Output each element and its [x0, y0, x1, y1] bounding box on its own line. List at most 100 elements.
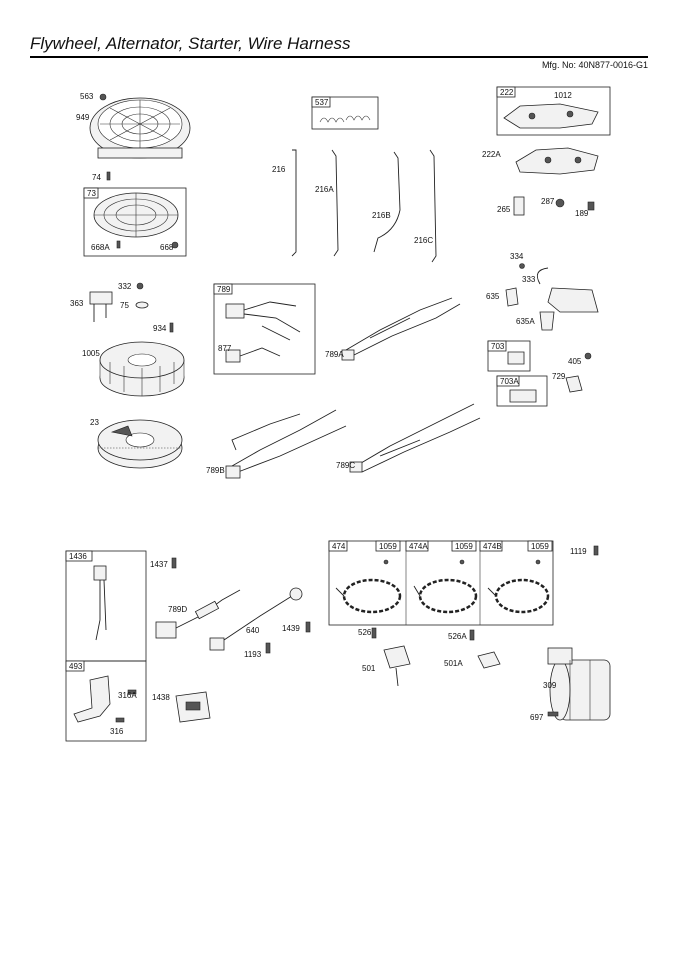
part-934-key[interactable] [169, 322, 174, 333]
part-697-screw[interactable] [547, 711, 559, 717]
part-474B-alternator[interactable] [487, 578, 550, 614]
part-789-harness[interactable] [225, 301, 301, 341]
part-537-springs[interactable] [319, 115, 371, 123]
kit-box-537 [311, 96, 379, 130]
part-316A-screw[interactable] [127, 689, 137, 695]
label-1059c: 1059 [531, 542, 549, 551]
part-668-nut[interactable] [171, 241, 179, 249]
part-668A-clip[interactable] [116, 240, 121, 249]
label-334: 334 [510, 252, 524, 261]
part-216C-link[interactable] [429, 149, 437, 263]
part-789D-harness[interactable] [155, 589, 241, 639]
part-789B-harness[interactable] [225, 409, 347, 479]
part-287-screw[interactable] [555, 198, 565, 208]
part-334-screw[interactable] [519, 263, 525, 269]
kit-tag-1059c [527, 540, 553, 552]
title-rule [30, 56, 648, 58]
label-316A: 316A [118, 691, 137, 700]
part-474-alternator[interactable] [335, 578, 402, 614]
part-789A-harness[interactable] [341, 297, 461, 361]
part-1059b-screw[interactable] [459, 559, 465, 565]
part-332-nut[interactable] [136, 282, 144, 290]
part-563-screw[interactable] [99, 93, 107, 101]
part-789C-harness[interactable] [349, 403, 481, 473]
label-703: 703 [491, 342, 505, 351]
label-287: 287 [541, 197, 555, 206]
part-333-ignition-coil[interactable] [536, 267, 599, 313]
part-316-screw[interactable] [115, 717, 125, 723]
part-877-connector[interactable] [225, 347, 281, 363]
kit-box-222 [496, 86, 611, 136]
label-1439: 1439 [282, 624, 300, 633]
part-729-clip[interactable] [565, 375, 583, 393]
part-640-plug-wire[interactable] [209, 587, 303, 651]
part-501A-regulator[interactable] [477, 651, 501, 669]
part-1005-fan[interactable] [99, 341, 185, 397]
label-668A: 668A [91, 243, 110, 252]
label-537: 537 [315, 98, 329, 107]
kit-box-493 [65, 660, 147, 742]
label-265: 265 [497, 205, 511, 214]
label-934: 934 [153, 324, 167, 333]
part-474A-alternator[interactable] [413, 578, 478, 614]
kit-tag-1059a [375, 540, 401, 552]
part-703A-terminal[interactable] [509, 389, 537, 403]
kit-box-703 [487, 340, 531, 372]
part-74-screw[interactable] [106, 171, 111, 181]
part-73-grass-screen[interactable] [93, 192, 179, 238]
part-703-terminal[interactable] [507, 351, 525, 365]
part-1439-screw[interactable] [305, 621, 311, 633]
part-75-washer[interactable] [135, 301, 149, 309]
part-1438-switch[interactable] [175, 691, 211, 723]
part-493-bracket[interactable] [73, 675, 111, 723]
label-1119: 1119 [570, 547, 587, 556]
label-640: 640 [246, 626, 260, 635]
label-635: 635 [486, 292, 500, 301]
label-332: 332 [118, 282, 132, 291]
label-1059b: 1059 [455, 542, 473, 551]
part-635A-spark-boot[interactable] [539, 311, 555, 331]
part-1437-screw[interactable] [171, 557, 177, 569]
label-474B: 474B [483, 542, 502, 551]
part-501-regulator[interactable] [383, 645, 411, 687]
part-309-starter[interactable] [547, 647, 611, 721]
label-1438: 1438 [152, 693, 170, 702]
part-526-screw[interactable] [371, 627, 377, 639]
part-265-plate[interactable] [513, 196, 525, 216]
part-216B-link[interactable] [373, 151, 401, 253]
part-216-link[interactable] [291, 149, 297, 257]
label-1193: 1193 [244, 650, 262, 659]
part-1193-screw[interactable] [265, 642, 271, 654]
part-222A-control-bracket[interactable] [515, 147, 599, 175]
label-949: 949 [76, 113, 90, 122]
part-363-fan-retainer[interactable] [89, 291, 113, 322]
part-1059c-screw[interactable] [535, 559, 541, 565]
part-1119-screw[interactable] [593, 545, 599, 556]
label-309: 309 [543, 681, 557, 690]
part-405-screw[interactable] [584, 352, 592, 360]
part-526A-screw[interactable] [469, 629, 475, 641]
part-23-flywheel[interactable] [97, 419, 183, 469]
label-23: 23 [90, 418, 99, 427]
part-222-control-bracket[interactable] [503, 103, 599, 129]
kit-box-474-group [328, 540, 554, 626]
part-189-nut[interactable] [587, 201, 595, 211]
label-493: 493 [69, 662, 83, 671]
label-363: 363 [70, 299, 84, 308]
label-316: 316 [110, 727, 124, 736]
kit-tag-222 [496, 86, 516, 98]
label-789B: 789B [206, 466, 225, 475]
part-635-spark-boot[interactable] [505, 287, 519, 307]
label-216C: 216C [414, 236, 433, 245]
label-216B: 216B [372, 211, 391, 220]
part-949-blower-housing[interactable] [89, 97, 191, 159]
part-216A-link[interactable] [331, 149, 339, 257]
part-1059a-screw[interactable] [383, 559, 389, 565]
kit-box-789 [213, 283, 316, 375]
label-1059a: 1059 [379, 542, 397, 551]
label-729: 729 [552, 372, 566, 381]
label-789D: 789D [168, 605, 187, 614]
kit-tag-1059b [451, 540, 477, 552]
label-1012: 1012 [554, 91, 572, 100]
part-1436-switch-harness[interactable] [93, 565, 107, 641]
